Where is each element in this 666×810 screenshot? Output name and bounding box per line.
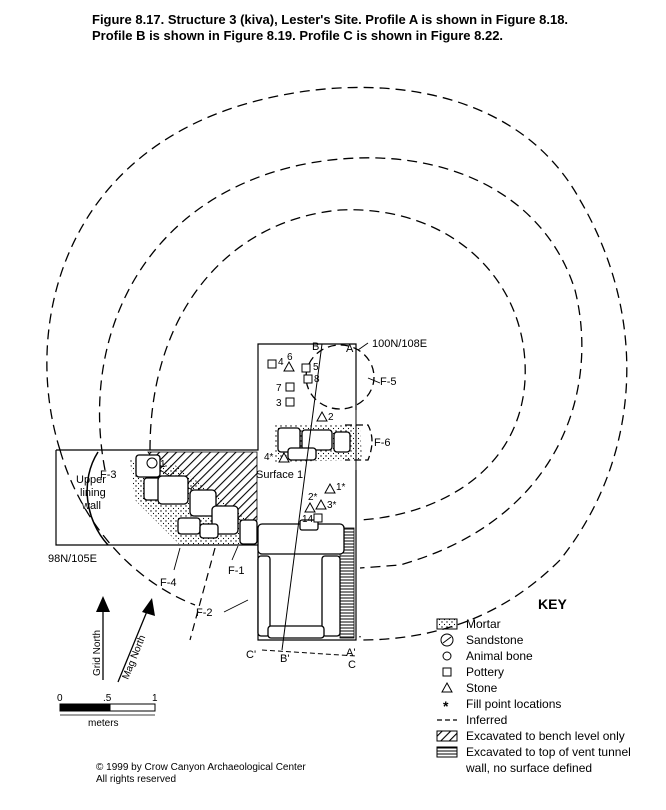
copyright-line-1: © 1999 by Crow Canyon Archaeological Cen… — [96, 762, 306, 773]
label-upper-1: Upper — [76, 474, 106, 486]
label-pt-14: 14 — [302, 514, 314, 525]
label-f6: F-6 — [374, 437, 391, 449]
label-profile-a: A — [346, 343, 354, 355]
label-pt-1s: 1* — [336, 482, 346, 493]
scale-label-half: .5 — [103, 693, 112, 704]
artifact-markers — [146, 359, 336, 523]
label-grid-north: Grid North — [92, 630, 103, 676]
key-item-bench: Excavated to bench level only — [436, 728, 662, 744]
key-item-inferred: Inferred — [436, 712, 662, 728]
label-pt-6: 6 — [287, 352, 293, 363]
label-pt-4s: 4* — [264, 452, 274, 463]
key-title: KEY — [538, 596, 567, 612]
scale-unit-label: meters — [88, 718, 119, 729]
key-label-sandstone: Sandstone — [466, 633, 524, 647]
sandstone-icon — [440, 633, 454, 647]
label-pt-2: 2 — [328, 412, 334, 423]
profile-c-line — [261, 649, 357, 657]
stones-vent — [257, 519, 345, 639]
key-label-vent-2: wall, no surface defined — [466, 761, 593, 775]
key-label-vent: Excavated to top of vent tunnel — [466, 745, 631, 759]
key-label-pottery: Pottery — [466, 665, 505, 679]
label-datum-ne: 100N/108E — [372, 338, 427, 350]
label-profile-b-prime: B' — [280, 653, 289, 665]
diagonal-hatch-icon — [436, 730, 458, 742]
middle-kiva-outline — [98, 157, 583, 569]
label-f1: F-1 — [228, 565, 245, 577]
f5-outline — [305, 344, 375, 410]
key-item-sandstone: Sandstone — [436, 632, 662, 648]
stones-west-arc — [135, 454, 258, 545]
caption-line-2: Profile B is shown in Figure 8.19. Profi… — [92, 28, 504, 43]
circle-icon — [442, 651, 452, 661]
label-mag-north: Mag North — [121, 634, 149, 681]
scale-bar: 0 .5 1 meters — [57, 693, 158, 729]
label-pt-4: 4 — [278, 357, 284, 368]
label-pt-3s: 3* — [327, 500, 337, 511]
f6-outline — [345, 424, 373, 461]
label-pt-1: 1 — [160, 459, 166, 470]
caption-line-1: Figure 8.17. Structure 3 (kiva), Lester'… — [92, 12, 569, 27]
label-profile-a-prime: A' — [346, 647, 355, 659]
label-pt-5: 5 — [313, 362, 319, 373]
stones-f6 — [277, 427, 351, 461]
key-item-vent: Excavated to top of vent tunnel wall, no… — [436, 744, 662, 776]
label-pt-8: 8 — [314, 374, 320, 385]
label-pt-2s: 2* — [308, 492, 318, 503]
scale-label-0: 0 — [57, 693, 63, 704]
label-f4: F-4 — [160, 577, 177, 589]
key-label-mortar: Mortar — [466, 617, 501, 631]
square-icon — [442, 667, 452, 677]
label-f5: F-5 — [380, 376, 397, 388]
key-item-mortar: Mortar — [436, 616, 662, 632]
label-datum-sw: 98N/105E — [48, 553, 97, 565]
dashed-line-icon — [437, 719, 457, 721]
outer-kiva-outline — [46, 86, 628, 641]
label-f2: F-2 — [196, 607, 213, 619]
asterisk-icon: * — [443, 698, 449, 712]
label-f3: F-3 — [100, 469, 117, 481]
key-item-pottery: Pottery — [436, 664, 662, 680]
horizontal-hatch-icon — [436, 746, 458, 758]
profile-b-line — [281, 343, 323, 651]
key-label-stone: Stone — [466, 681, 498, 695]
label-upper-2: lining — [80, 487, 106, 499]
key-item-animal-bone: Animal bone — [436, 648, 662, 664]
grid-north-arrow: Grid North — [92, 596, 110, 680]
key-legend: Mortar Sandstone Animal bone Pottery Sto… — [436, 616, 662, 776]
label-pt-3: 3 — [276, 398, 282, 409]
label-surface: Surface 1 — [256, 469, 303, 481]
label-profile-c-prime: C' — [246, 649, 256, 661]
copyright-line-2: All rights reserved — [96, 774, 177, 785]
copyright-notice: © 1999 by Crow Canyon Archaeological Cen… — [96, 762, 306, 786]
triangle-icon — [441, 681, 453, 693]
key-label-inferred: Inferred — [466, 713, 508, 727]
key-label-fill-points: Fill point locations — [466, 697, 562, 711]
scale-label-1: 1 — [152, 693, 158, 704]
label-upper-3: wall — [81, 500, 101, 512]
label-pt-7: 7 — [276, 383, 282, 394]
label-profile-b: B — [312, 341, 319, 353]
mortar-icon — [436, 618, 458, 630]
mag-north-arrow: Mag North — [117, 598, 155, 683]
leader-lines — [173, 342, 381, 613]
key-item-fill-points: * Fill point locations — [436, 696, 662, 712]
key-label-bench: Excavated to bench level only — [466, 729, 625, 743]
svg-text:*: * — [443, 698, 449, 712]
figure-caption: Figure 8.17. Structure 3 (kiva), Lester'… — [92, 12, 652, 44]
f1-outline — [189, 547, 216, 641]
upper-lining-wall-curve — [86, 451, 109, 546]
label-profile-c: C — [348, 659, 356, 671]
key-label-animal-bone: Animal bone — [466, 649, 533, 663]
inner-kiva-outline — [149, 209, 526, 521]
key-item-stone: Stone — [436, 680, 662, 696]
